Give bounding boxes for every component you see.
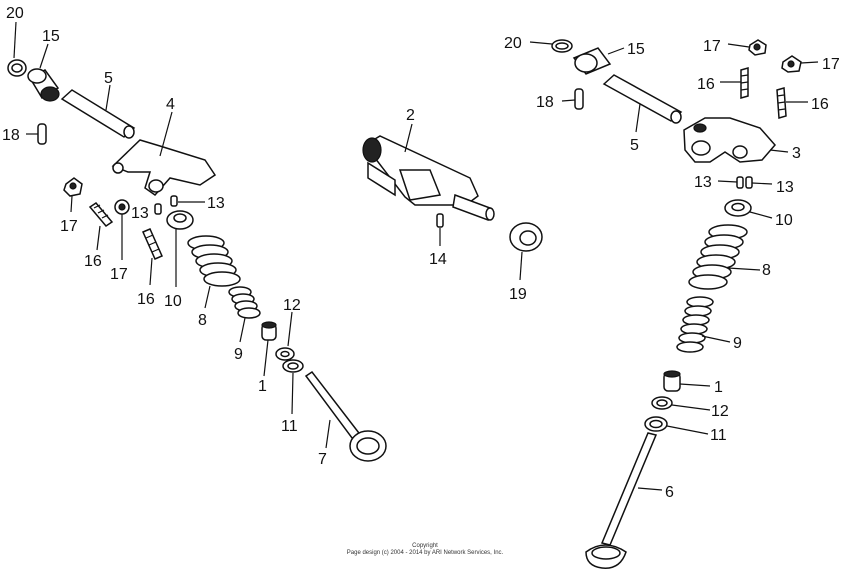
right-dowel-pin-18 <box>574 88 584 110</box>
left-nut-17a <box>63 177 83 197</box>
right-inner-spring-9 <box>676 296 714 353</box>
callout-9-left: 9 <box>234 346 243 363</box>
right-outer-spring-8 <box>688 224 748 290</box>
callout-16-left-a: 16 <box>84 253 102 270</box>
copyright-line-1: Copyright <box>412 543 438 549</box>
callout-6: 6 <box>665 484 674 501</box>
right-bushing-15 <box>572 47 612 75</box>
left-inner-spring-9 <box>228 286 261 319</box>
callout-18-left: 18 <box>2 127 20 144</box>
callout-15-right: 15 <box>627 41 645 58</box>
right-seat-11 <box>644 416 668 432</box>
callout-14: 14 <box>429 251 447 268</box>
left-rocker-shaft-5 <box>60 89 136 139</box>
callout-11-right: 11 <box>710 427 727 444</box>
right-keepers-13 <box>736 176 753 189</box>
callout-labels: 20 15 5 4 18 17 13 13 16 17 16 10 8 12 9… <box>2 5 840 501</box>
callout-16-left-b: 16 <box>137 291 155 308</box>
left-valve-7 <box>304 370 387 462</box>
left-bushing-15 <box>27 68 60 102</box>
callout-16-right-a: 16 <box>697 76 715 93</box>
left-seat-11 <box>282 359 304 373</box>
right-retainer-10 <box>724 199 752 217</box>
callout-17-left-a: 17 <box>60 218 78 235</box>
left-washer-12 <box>275 347 295 361</box>
callout-10-left: 10 <box>164 293 182 310</box>
callout-19: 19 <box>509 286 527 303</box>
right-nut-17b <box>781 55 802 73</box>
right-nut-17a <box>748 39 767 56</box>
callout-17-left-b: 17 <box>110 266 128 283</box>
callout-20-left: 20 <box>6 5 24 22</box>
left-nut-17b <box>114 199 130 215</box>
left-retainer-10 <box>166 210 194 230</box>
callout-11-left: 11 <box>281 418 298 435</box>
right-washer-12 <box>651 396 673 410</box>
callout-3: 3 <box>792 145 801 162</box>
callout-8-right: 8 <box>762 262 771 279</box>
callout-17-right-a: 17 <box>703 38 721 55</box>
callout-16-right-b: 16 <box>811 96 829 113</box>
callout-1-left: 1 <box>258 378 267 395</box>
right-adjuster-16b <box>776 87 787 119</box>
callout-5-left: 5 <box>104 70 113 87</box>
callout-7: 7 <box>318 451 327 468</box>
callout-15-left: 15 <box>42 28 60 45</box>
right-adjuster-16a <box>740 67 749 99</box>
dowel-pin-14 <box>436 213 444 228</box>
left-dowel-pin-18 <box>37 123 47 145</box>
callout-1-right: 1 <box>714 379 723 396</box>
callout-13-right-a: 13 <box>694 174 712 191</box>
callout-10-right: 10 <box>775 212 793 229</box>
left-adjuster-16a <box>88 202 114 227</box>
left-rocker-arm-4 <box>111 139 217 196</box>
callout-4: 4 <box>166 96 175 113</box>
left-ring-20 <box>7 59 27 77</box>
callout-12-left: 12 <box>283 297 301 314</box>
copyright-line-2: Page design (c) 2004 - 2014 by ARI Netwo… <box>346 550 504 556</box>
right-valve-6 <box>585 432 658 569</box>
callout-5-right: 5 <box>630 137 639 154</box>
right-rocker-arm-3 <box>683 117 776 163</box>
right-rocker-shaft-5 <box>602 74 683 124</box>
left-outer-spring-8 <box>187 235 241 287</box>
right-valve-seal-1 <box>663 370 681 392</box>
leader-lines <box>13 21 819 491</box>
callout-13-left-a: 13 <box>207 195 225 212</box>
callout-18-right: 18 <box>536 94 554 111</box>
right-ring-20 <box>551 39 573 53</box>
left-valve-seal-1 <box>261 321 277 341</box>
left-adjuster-16b <box>142 228 163 260</box>
camshaft-2 <box>362 135 495 222</box>
callout-2: 2 <box>406 107 415 124</box>
callout-12-right: 12 <box>711 403 729 420</box>
camshaft-seal-19 <box>509 222 543 252</box>
left-keepers-13 <box>154 195 178 215</box>
callout-8-left: 8 <box>198 312 207 329</box>
callout-17-right-b: 17 <box>822 56 840 73</box>
callout-20-right: 20 <box>504 35 522 52</box>
callout-13-right-b: 13 <box>776 179 794 196</box>
callout-13-left-b: 13 <box>131 205 149 222</box>
callout-9-right: 9 <box>733 335 742 352</box>
